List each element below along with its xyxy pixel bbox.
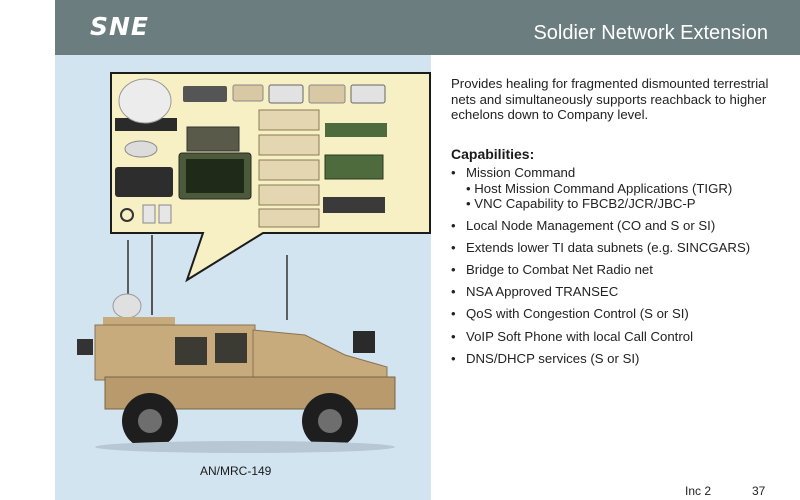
radio-module-icon	[183, 84, 386, 104]
list-item: Extends lower TI data subnets (e.g. SINC…	[451, 240, 781, 256]
sne-logo: SNE	[90, 12, 150, 41]
header-bar: SNE Soldier Network Extension	[55, 0, 800, 55]
sub-list-item: VNC Capability to FBCB2/JCR/JBC-P	[466, 196, 781, 212]
router-stack-icon	[258, 109, 320, 228]
list-item: Bridge to Combat Net Radio net	[451, 262, 781, 278]
list-item: DNS/DHCP services (S or SI)	[451, 351, 781, 367]
figure-panel: AN/MRC-149	[55, 55, 431, 500]
switch-icon	[323, 197, 385, 213]
sub-list: Host Mission Command Applications (TIGR)…	[466, 181, 781, 212]
intro-paragraph: Provides healing for fragmented dismount…	[451, 76, 769, 122]
page-number: 37	[752, 484, 766, 498]
increment-label: Inc 2	[685, 484, 712, 498]
capabilities-heading: Capabilities:	[451, 146, 535, 162]
keyboard-icon	[115, 167, 173, 197]
list-item: QoS with Congestion Control (S or SI)	[451, 306, 781, 322]
capabilities-list: Mission Command Host Mission Command App…	[451, 165, 781, 373]
list-item: Local Node Management (CO and S or SI)	[451, 218, 781, 234]
satellite-dome-icon	[115, 78, 177, 131]
list-item-label: Mission Command	[466, 165, 576, 180]
equipment-illustration	[77, 72, 431, 453]
vehicle-mrap-icon	[77, 235, 396, 453]
tablet-display-icon	[178, 152, 252, 200]
control-panel-icon	[186, 123, 387, 180]
cable-icon	[124, 140, 158, 158]
list-item: Mission Command Host Mission Command App…	[451, 165, 781, 212]
sub-list-item: Host Mission Command Applications (TIGR)	[466, 181, 781, 197]
list-item: VoIP Soft Phone with local Call Control	[451, 329, 781, 345]
page-title: Soldier Network Extension	[533, 22, 768, 44]
list-item: NSA Approved TRANSEC	[451, 284, 781, 300]
headset-icon	[120, 204, 172, 224]
figure-caption: AN/MRC-149	[200, 464, 272, 478]
